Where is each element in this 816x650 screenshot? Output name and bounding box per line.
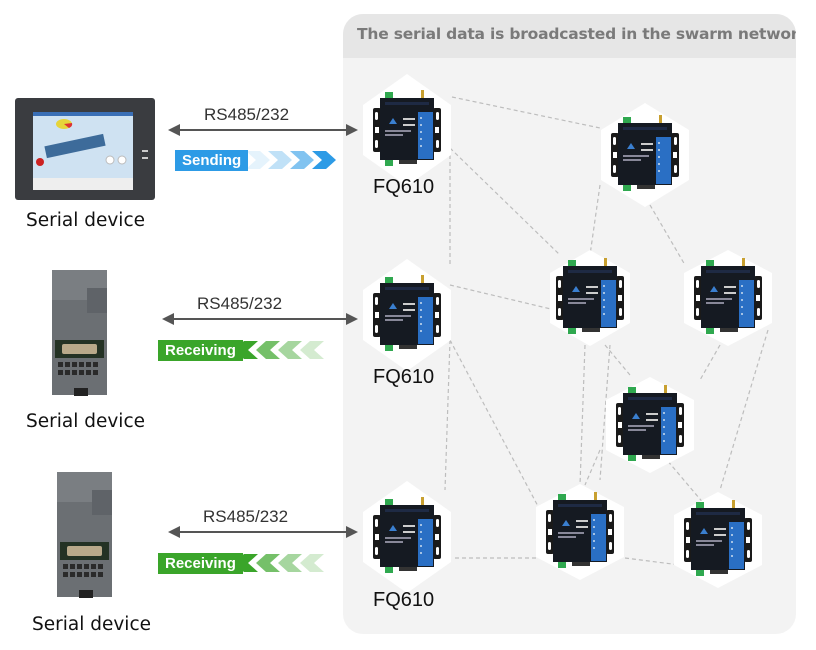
serial-device-label: Serial device xyxy=(26,411,145,432)
gateway-label: FQ610 xyxy=(373,366,435,388)
mesh-link xyxy=(579,344,586,486)
chevron-left-icon xyxy=(300,554,324,572)
gateway-node-1 xyxy=(363,74,451,186)
radio-gateway-icon xyxy=(694,258,762,334)
chevron-right-icon-group xyxy=(246,151,336,169)
chevron-right-icon xyxy=(290,151,314,169)
double-arrow-icon xyxy=(168,526,358,538)
mesh-link xyxy=(649,204,686,266)
mesh-link xyxy=(599,344,611,481)
receiving-badge: Receiving xyxy=(158,340,243,361)
chevron-right-icon xyxy=(312,151,336,169)
protocol-label: RS485/232 xyxy=(203,507,289,526)
panel-title: The serial data is broadcasted in the sw… xyxy=(357,25,796,43)
chevron-left-icon-group xyxy=(234,341,324,359)
mesh-node xyxy=(684,250,772,346)
double-arrow-icon xyxy=(162,313,358,325)
radio-gateway-icon xyxy=(556,258,624,334)
gateway-label: FQ610 xyxy=(373,589,435,611)
mesh-link xyxy=(451,96,601,129)
serial-device-label: Serial device xyxy=(32,614,151,635)
chevron-left-icon xyxy=(278,554,302,572)
chevron-right-icon xyxy=(246,151,270,169)
mesh-links xyxy=(444,96,769,566)
mesh-link xyxy=(719,329,769,491)
chevron-left-icon xyxy=(278,341,302,359)
chevron-right-icon xyxy=(268,151,292,169)
mesh-link xyxy=(699,344,721,381)
gateway-node-3 xyxy=(363,481,451,593)
chevron-left-icon-group xyxy=(234,554,324,572)
radio-gateway-icon xyxy=(373,90,441,166)
radio-gateway-icon xyxy=(611,115,679,191)
mesh-node xyxy=(550,250,630,346)
radio-gateway-icon xyxy=(684,500,752,576)
chevron-left-icon xyxy=(300,341,324,359)
radio-gateway-icon xyxy=(373,497,441,573)
plc-module-icon xyxy=(57,472,112,598)
mesh-node xyxy=(536,484,624,580)
mesh-link xyxy=(444,339,451,491)
sending-badge: Sending xyxy=(175,150,249,171)
radio-gateway-icon xyxy=(616,385,684,461)
chevron-left-icon xyxy=(256,341,280,359)
double-arrow-icon xyxy=(168,124,358,136)
mesh-link xyxy=(589,184,601,256)
mesh-link xyxy=(449,339,541,511)
plc-module-icon xyxy=(52,270,107,396)
hmi-touchscreen-icon xyxy=(15,98,155,200)
mesh-node xyxy=(606,377,694,473)
mesh-link xyxy=(584,449,601,486)
mesh-link xyxy=(624,557,681,566)
protocol-label: RS485/232 xyxy=(204,105,290,124)
chevron-left-icon xyxy=(256,554,280,572)
gateway-node-2 xyxy=(363,259,451,371)
receiving-badge: Receiving xyxy=(158,553,243,574)
radio-gateway-icon xyxy=(546,492,614,568)
mesh-link xyxy=(449,147,561,256)
gateway-label: FQ610 xyxy=(373,176,435,198)
mesh-node xyxy=(674,492,762,588)
mesh-link xyxy=(449,284,556,311)
mesh-node xyxy=(601,103,689,207)
panel-header: The serial data is broadcasted in the sw… xyxy=(343,14,796,58)
serial-device-label: Serial device xyxy=(26,210,145,231)
protocol-label: RS485/232 xyxy=(197,294,283,313)
radio-gateway-icon xyxy=(373,275,441,351)
